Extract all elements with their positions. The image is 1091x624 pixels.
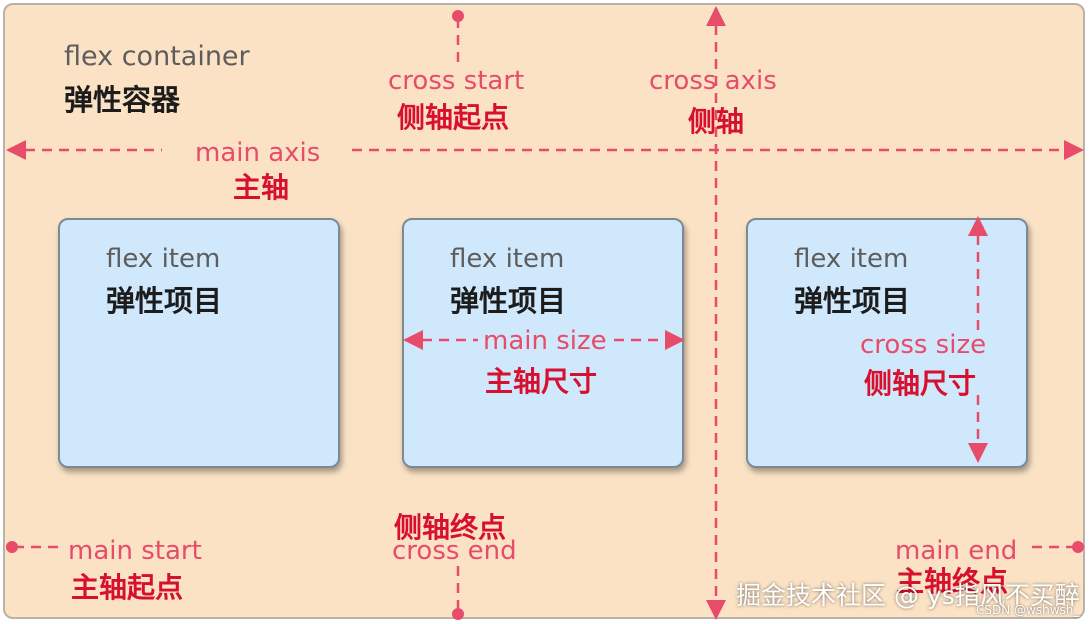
main-end-label-en: main end	[895, 536, 1018, 566]
flex-item-label-en: flex item	[794, 244, 909, 274]
flex-item-2: flex item 弹性项目	[402, 218, 684, 468]
container-label-zh: 弹性容器	[64, 83, 181, 117]
main-size-label-zh: 主轴尺寸	[485, 365, 598, 398]
main-end-label-zh: 主轴终点	[896, 565, 1009, 598]
cross-axis-label-zh: 侧轴	[688, 105, 745, 138]
cross-end-dot	[452, 608, 464, 620]
cross-end-label-zh: 侧轴终点	[394, 511, 507, 544]
main-axis-label-en: main axis	[195, 138, 321, 168]
watermark-main: 掘金技术社区 @ ys指风不买醉	[736, 581, 1080, 610]
flex-item-1: flex item 弹性项目	[58, 218, 340, 468]
flex-item-label-en: flex item	[450, 244, 565, 274]
flex-item-label-en: flex item	[106, 244, 221, 274]
cross-start-label-zh: 侧轴起点	[397, 101, 510, 134]
main-start-label-zh: 主轴起点	[71, 571, 184, 604]
cross-start-label-en: cross start	[388, 66, 525, 96]
cross-axis-label-en: cross axis	[649, 66, 777, 96]
main-axis-label-zh: 主轴	[233, 171, 290, 204]
cross-start-dot	[452, 10, 464, 22]
container-label-en: flex container	[64, 41, 250, 72]
flex-container: flex item 弹性项目 flex item 弹性项目 flex item …	[3, 3, 1085, 619]
watermark-small: CSDN @wshwsh_	[976, 603, 1080, 617]
cross-end-label-en: cross end	[392, 536, 517, 566]
cross-size-label-en: cross size	[860, 330, 987, 360]
flex-item-label-zh: 弹性项目	[106, 284, 223, 318]
main-start-label-en: main start	[68, 536, 202, 566]
flex-item-label-zh: 弹性项目	[794, 284, 911, 318]
main-size-label-en: main size	[483, 326, 607, 356]
cross-size-label-zh: 侧轴尺寸	[864, 367, 977, 400]
main-start-dot	[6, 541, 18, 553]
flex-item-label-zh: 弹性项目	[450, 284, 567, 318]
flex-item-3: flex item 弹性项目	[746, 218, 1028, 468]
main-end-dot	[1072, 541, 1084, 553]
